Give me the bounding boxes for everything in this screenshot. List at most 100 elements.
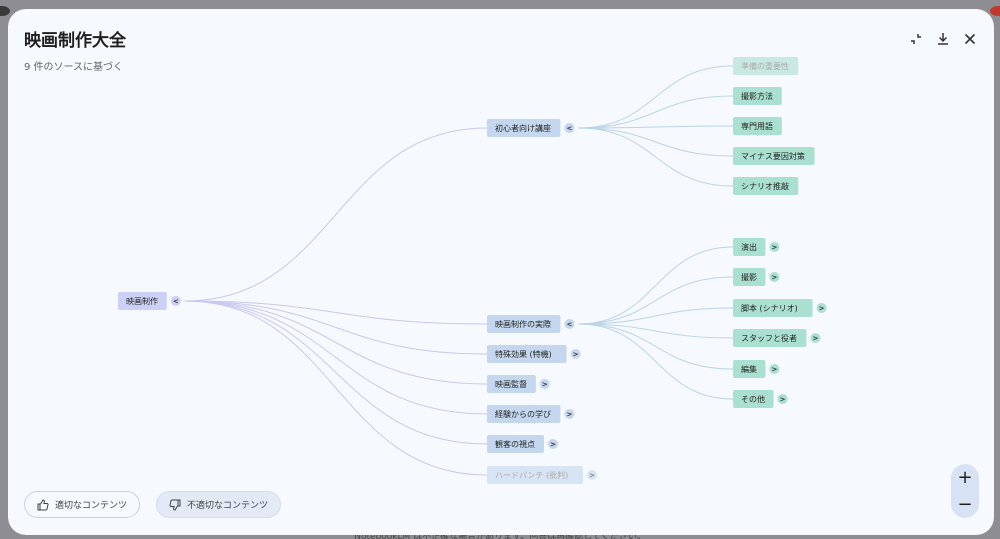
mindmap-node-0-1[interactable]: 撮影方法 [733,87,782,105]
zoom-out-button[interactable]: − [957,493,973,515]
mindmap-node-6-toggle[interactable]: > [587,470,597,480]
mindmap-link [578,125,734,129]
mindmap-link [184,300,488,415]
footer-disclaimer: NotebookLM は不正確な場合があります。回答は再確認してください。 [354,532,646,539]
mindmap-node-1-5-box [733,390,774,408]
mindmap-node-2[interactable]: 特殊効果 (特機)> [487,345,581,363]
good-content-button[interactable]: 適切なコンテンツ [24,491,141,518]
mindmap-link [578,307,734,325]
window-dot-right [990,6,1000,16]
mindmap-link [578,127,734,187]
mindmap-node-1-1-label: 撮影 [741,272,757,282]
mindmap-root[interactable]: 映画制作 < [118,292,181,310]
mindmap-node-0-toggle[interactable]: < [564,123,575,133]
expand-chevron-icon [769,242,780,252]
bad-content-button[interactable]: 不適切なコンテンツ [156,491,282,518]
mindmap-node-4[interactable]: 経験からの学び > [487,405,575,423]
mindmap-node-0-2[interactable]: 専門用語 [733,117,782,135]
mindmap-node-1-0-box [733,238,766,256]
thumbs-up-icon [37,498,49,510]
expand-chevron-icon [769,272,780,282]
mindmap-root-toggle[interactable]: < [170,296,181,306]
mindmap-node-4-toggle[interactable]: > [564,409,575,419]
mindmap-node-0-3-box [733,147,815,165]
source-count: 9 件のソースに基づく [24,62,124,73]
mindmap-node-0-2-label: 専門用語 [741,121,773,131]
mindmap-node-5-toggle[interactable]: > [548,439,558,449]
mindmap-node-5-box [487,435,544,453]
mindmap-link [578,323,734,370]
mindmap-node-1-0-toggle-glyph: > [771,244,777,252]
mindmap-root-toggle-glyph: < [173,298,179,306]
collapse-button[interactable] [906,29,926,49]
zoom-in-button[interactable]: + [957,466,973,488]
mindmap-node-1-1-box [733,268,766,286]
mindmap-node-1-0[interactable]: 演出> [733,238,780,256]
mindmap-link [578,95,734,129]
mindmap-node-2-toggle-glyph: > [573,351,579,359]
download-button[interactable] [933,29,953,49]
mindmap-node-0-4-label: シナリオ推敲 [741,181,789,191]
mindmap-link [578,323,734,400]
mindmap-node-3-toggle[interactable]: > [539,379,550,389]
expand-chevron-icon [816,303,827,313]
mindmap-node-0-0[interactable]: 準備の重要性 [733,57,799,75]
mindmap-node-0-1-label: 撮影方法 [741,91,773,101]
close-button[interactable] [960,29,980,49]
mindmap-link [578,323,734,339]
mindmap-node-0[interactable]: 初心者向け講座 < [487,119,575,137]
mindmap-node-1-toggle[interactable]: < [564,319,575,329]
mindmap-node-1[interactable]: 映画制作の実際< [487,315,575,333]
mindmap-node-1-4-box [733,360,766,378]
mindmap-node-1-1[interactable]: 撮影 > [733,268,780,286]
mindmap-link [578,127,734,157]
mindmap-link [578,276,734,325]
mindmap-node-4-box [487,405,561,423]
mindmap-node-1-3-label: スタッフと役者 [741,333,797,343]
mindmap-node-1-4-toggle[interactable]: > [769,364,780,374]
mindmap-node-1-5-label: その他 [741,394,765,404]
mindmap-node-1-5[interactable]: その他 > [733,390,788,408]
mindmap-node-1-2[interactable]: 脚本 (シナリオ)> [733,299,827,317]
mindmap-link [578,246,734,325]
mindmap-node-5[interactable]: 観客の視点> [487,435,558,453]
mindmap-node-1-2-toggle-glyph: > [819,305,825,313]
mindmap-dialog: 映画制作 < 初心者向け講座 < 準備の重要性撮影方法専門用語マイナス要因対策シナリオ推… [8,9,994,535]
mindmap-node-2-toggle[interactable]: > [570,349,581,359]
mindmap-node-0-4[interactable]: シナリオ推敲 [733,177,799,195]
mindmap-node-0-3[interactable]: マイナス要因対策 [733,147,815,165]
mindmap-node-1-0-toggle[interactable]: > [769,242,780,252]
mindmap-node-6[interactable]: ハードパンチ (批判) > [487,466,597,484]
thumbs-down-icon [169,499,181,511]
mindmap-node-6-toggle-glyph: > [589,472,595,480]
zoom-controls: + − [951,464,979,518]
mindmap-node-1-2-toggle[interactable]: > [816,303,827,313]
mindmap-link [578,65,734,129]
expand-chevron-icon [564,123,575,133]
bad-content-label: 不適切なコンテンツ [187,501,269,511]
mindmap-node-4-label: 経験からの学び [495,409,551,419]
mindmap-node-0-0-label: 準備の重要性 [741,61,789,71]
mindmap-node-1-5-toggle[interactable]: > [777,394,788,404]
mindmap-node-1-3-toggle[interactable]: > [810,333,821,343]
mindmap-node-1-box [487,315,561,333]
mindmap-node-1-3-toggle-glyph: > [812,335,818,343]
mindmap-node-1-3-box [733,329,807,347]
expand-chevron-icon [777,394,788,404]
expand-chevron-icon [170,296,181,306]
mindmap-node-3[interactable]: 映画監督> [487,375,550,393]
mindmap-node-5-toggle-glyph: > [550,441,556,449]
mindmap-root-label: 映画制作 [126,296,158,306]
mindmap-node-0-label: 初心者向け講座 [495,123,551,133]
mindmap-node-1-3[interactable]: スタッフと役者 > [733,329,821,347]
mindmap-node-3-toggle-glyph: > [542,381,548,389]
mindmap-node-2-box [487,345,567,363]
download-icon [938,33,948,45]
mindmap-node-6-label: ハードパンチ (批判) [495,470,568,480]
mindmap-link [184,300,488,325]
mindmap-node-1-2-box [733,299,813,317]
mindmap-node-1-4[interactable]: 編集 > [733,360,780,378]
mindmap-node-1-1-toggle[interactable]: > [769,272,780,282]
mindmap-node-3-box [487,375,536,393]
mindmap-node-1-4-label: 編集 [741,364,757,374]
